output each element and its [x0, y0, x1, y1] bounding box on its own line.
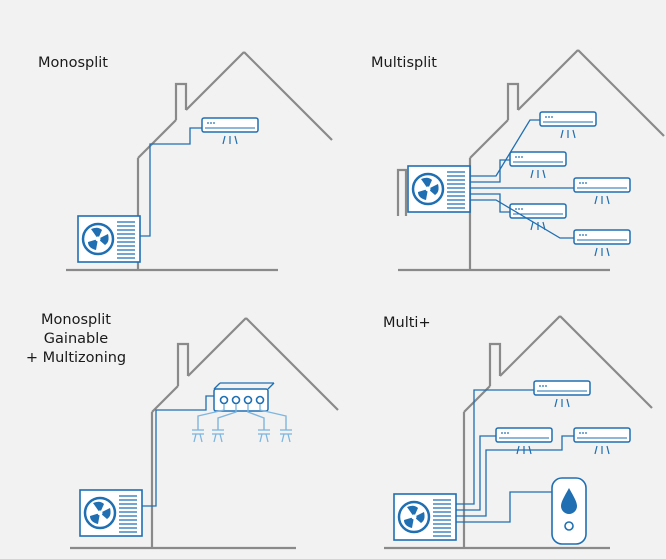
- label-line-1: Monosplit: [41, 312, 111, 328]
- refrigerant-lines: [456, 389, 574, 523]
- outdoor-unit-fan-icon: [406, 164, 472, 214]
- diffuser-icon: [191, 429, 205, 443]
- indoor-unit: [573, 427, 631, 455]
- refrigerant-line: [140, 127, 202, 237]
- duct-distributor-icon: [213, 382, 275, 412]
- refrigerant-lines: [470, 119, 574, 239]
- indoor-unit: [509, 151, 567, 179]
- refrigerant-line: [142, 395, 214, 507]
- diffuser-icon: [211, 429, 225, 443]
- panel-label-multisplit: Multisplit: [371, 55, 437, 71]
- diffuser-icon: [257, 429, 271, 443]
- panel-multi-plus: [384, 315, 653, 550]
- indoor-unit: [509, 203, 567, 231]
- outdoor-unit-fan-icon: [392, 492, 458, 542]
- outdoor-unit-fan-icon: [78, 488, 144, 538]
- indoor-unit: [201, 117, 259, 145]
- panel-multisplit: [396, 49, 665, 272]
- panel-monosplit: [66, 51, 333, 272]
- duct-lines: [197, 404, 287, 430]
- diffuser-icon: [279, 429, 293, 443]
- panel-label-monosplit: Monosplit: [38, 55, 108, 71]
- indoor-unit: [573, 177, 631, 205]
- indoor-unit: [573, 229, 631, 257]
- indoor-unit: [539, 111, 597, 139]
- water-heater-icon: [551, 477, 587, 545]
- label-line-2: Gainable: [43, 331, 109, 347]
- label-line-3: + Multizoning: [25, 350, 127, 366]
- house-outline: [70, 317, 339, 550]
- outdoor-unit-fan-icon: [76, 214, 142, 264]
- house-outline: [396, 49, 665, 272]
- panel-label-multi-plus: Multi+: [383, 315, 431, 331]
- panel-label-monosplit-gainable: Monosplit Gainable + Multizoning: [14, 311, 138, 368]
- panel-monosplit-gainable: [70, 317, 339, 550]
- indoor-unit: [533, 380, 591, 408]
